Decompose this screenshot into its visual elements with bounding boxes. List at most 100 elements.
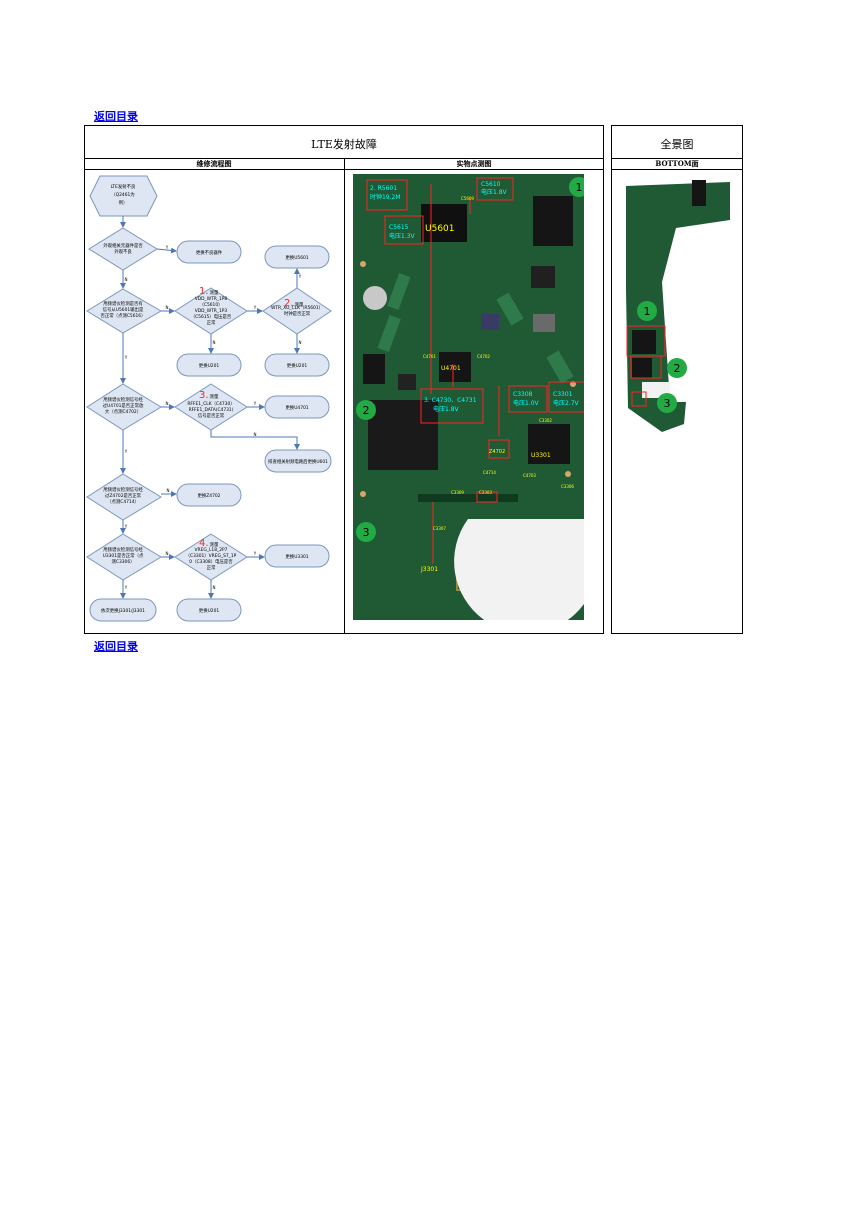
flowchart-header: 维修流程图 <box>196 159 232 168</box>
result-text: 更换U3301 <box>285 553 308 560</box>
bottom-side-header: BOTTOM面 <box>655 159 699 168</box>
yes-label: Y <box>253 305 257 310</box>
overview-frames <box>626 325 666 407</box>
no-label: N <box>299 340 302 345</box>
c4714-label: C4714 <box>483 470 496 475</box>
back-to-index-link-top[interactable]: 返回目录 <box>94 110 138 123</box>
divider <box>344 158 345 634</box>
z4702-label: Z4702 <box>489 449 505 455</box>
result-text: 更换Z4702 <box>198 492 221 499</box>
decision-text: RFFE1_CLK（C4730）RFFE1_DATA(C4731)信号是否正常 <box>187 401 234 419</box>
c3302-label: C3302 <box>539 418 552 423</box>
replace-u201-node-3 <box>176 598 242 622</box>
decision-text: 用频谱仪检测信号经过Z4702是否正常（点测C4714） <box>103 486 143 505</box>
no-label: N <box>213 585 216 590</box>
no-label: N <box>167 488 170 493</box>
replace-u201-node-2 <box>264 353 330 377</box>
yes-label: Y <box>165 245 169 250</box>
result-text: 更换U201 <box>287 362 308 369</box>
decision-text: WTR_XO_CLK（R5601）时钟是否正常 <box>271 305 323 317</box>
measure-step-labels: 1.测量 2.测量 3.测量 4.测量 <box>199 286 304 549</box>
overview-title: 全景图 <box>660 138 694 151</box>
back-to-index-link-bottom[interactable]: 返回目录 <box>94 640 138 653</box>
testpoint-header: 实物点测图 <box>456 159 492 168</box>
result-text: 更换U201 <box>199 362 220 369</box>
result-text: 排查相关射频电路后更换U601 <box>268 458 328 465</box>
decision-clk <box>262 287 332 335</box>
step-label: 4.测量 <box>199 538 219 549</box>
flow-shapes <box>86 175 332 622</box>
yes-label: Y <box>124 585 128 590</box>
marker-3: 3 <box>363 526 370 539</box>
result-text: 依次更换J3301/J3301 <box>101 607 145 614</box>
decision-rffe <box>174 383 248 431</box>
check-rf-node <box>264 449 332 473</box>
c3303-label: C3303 <box>479 490 492 495</box>
table-title: LTE发射故障 <box>311 138 377 151</box>
yes-label: Y <box>253 401 257 406</box>
no-label: N <box>254 432 257 437</box>
no-label: N <box>213 340 216 345</box>
overview-table <box>611 125 743 634</box>
yes-label: Y <box>124 355 128 360</box>
yes-label: Y <box>298 274 302 279</box>
overview-marker-1: 1 <box>644 305 651 318</box>
repair-flowchart: LTE发射不良（Q2461为例） 外观相关元器件是否外观不良 更换不良器件 更换… <box>86 175 332 622</box>
u4701-label: U4701 <box>441 365 461 372</box>
decision-appearance <box>88 227 158 271</box>
divider <box>611 158 743 159</box>
c3306-label: C3306 <box>561 484 574 489</box>
no-label: N <box>125 277 128 282</box>
board-overview-image: 1 2 3 <box>626 180 730 432</box>
flow-text: LTE发射不良（Q2461为例） 外观相关元器件是否外观不良 更换不良器件 更换… <box>101 183 329 614</box>
c4703-label: C4703 <box>523 473 536 478</box>
replace-u201-node-1 <box>176 353 242 377</box>
decision-text: VDD_WTR_1P8（C5610）VDD_WTR_1P3（C5615）电压是否… <box>191 296 232 326</box>
start-node <box>89 175 158 217</box>
yes-label: Y <box>124 449 128 454</box>
result-text: 更换U5601 <box>285 254 308 261</box>
result-text: 更换不良器件 <box>196 249 223 256</box>
replace-j3301-node <box>89 598 157 622</box>
replace-u4701-node <box>264 395 330 419</box>
step-label: 3.测量 <box>199 390 219 401</box>
replace-z4702-node <box>176 483 242 507</box>
yes-label: Y <box>124 524 128 529</box>
divider <box>611 169 743 170</box>
marker-1: 1 <box>576 181 583 194</box>
yes-label: Y <box>253 551 257 556</box>
testpoint-frames <box>366 177 584 564</box>
replace-u3301-node <box>264 544 330 568</box>
pcb-markers: 1 2 3 <box>356 177 584 542</box>
c4701-label: C4701 <box>423 354 436 359</box>
step-label: 1.测量 <box>199 286 219 297</box>
overview-marker-2: 2 <box>674 362 681 375</box>
c3309-label: C3309 <box>451 490 464 495</box>
no-label: N <box>166 305 169 310</box>
marker-2: 2 <box>363 404 370 417</box>
no-label: N <box>166 401 169 406</box>
c3307-label: C3307 <box>433 526 446 531</box>
flow-yn-labels: Y N N Y Y N N Y N Y N Y N Y N Y Y N <box>124 245 302 590</box>
c5609-label: C5609 <box>461 196 474 201</box>
j3301-label: J3301 <box>420 566 438 573</box>
pcb-labels-yellow: U5601 C5609 U4701 Z4702 U3301 C3306 J330… <box>420 196 574 573</box>
u3301-label: U3301 <box>531 452 551 459</box>
result-text: 更换U4701 <box>285 404 308 411</box>
replace-bad-part-node <box>176 240 242 264</box>
overview-marker-3: 3 <box>664 397 671 410</box>
step-label: 2.测量 <box>284 298 304 309</box>
u5601-label: U5601 <box>425 224 455 234</box>
decision-text: 外观相关元器件是否外观不良 <box>103 242 143 255</box>
start-text: LTE发射不良（Q2461为例） <box>111 183 136 206</box>
